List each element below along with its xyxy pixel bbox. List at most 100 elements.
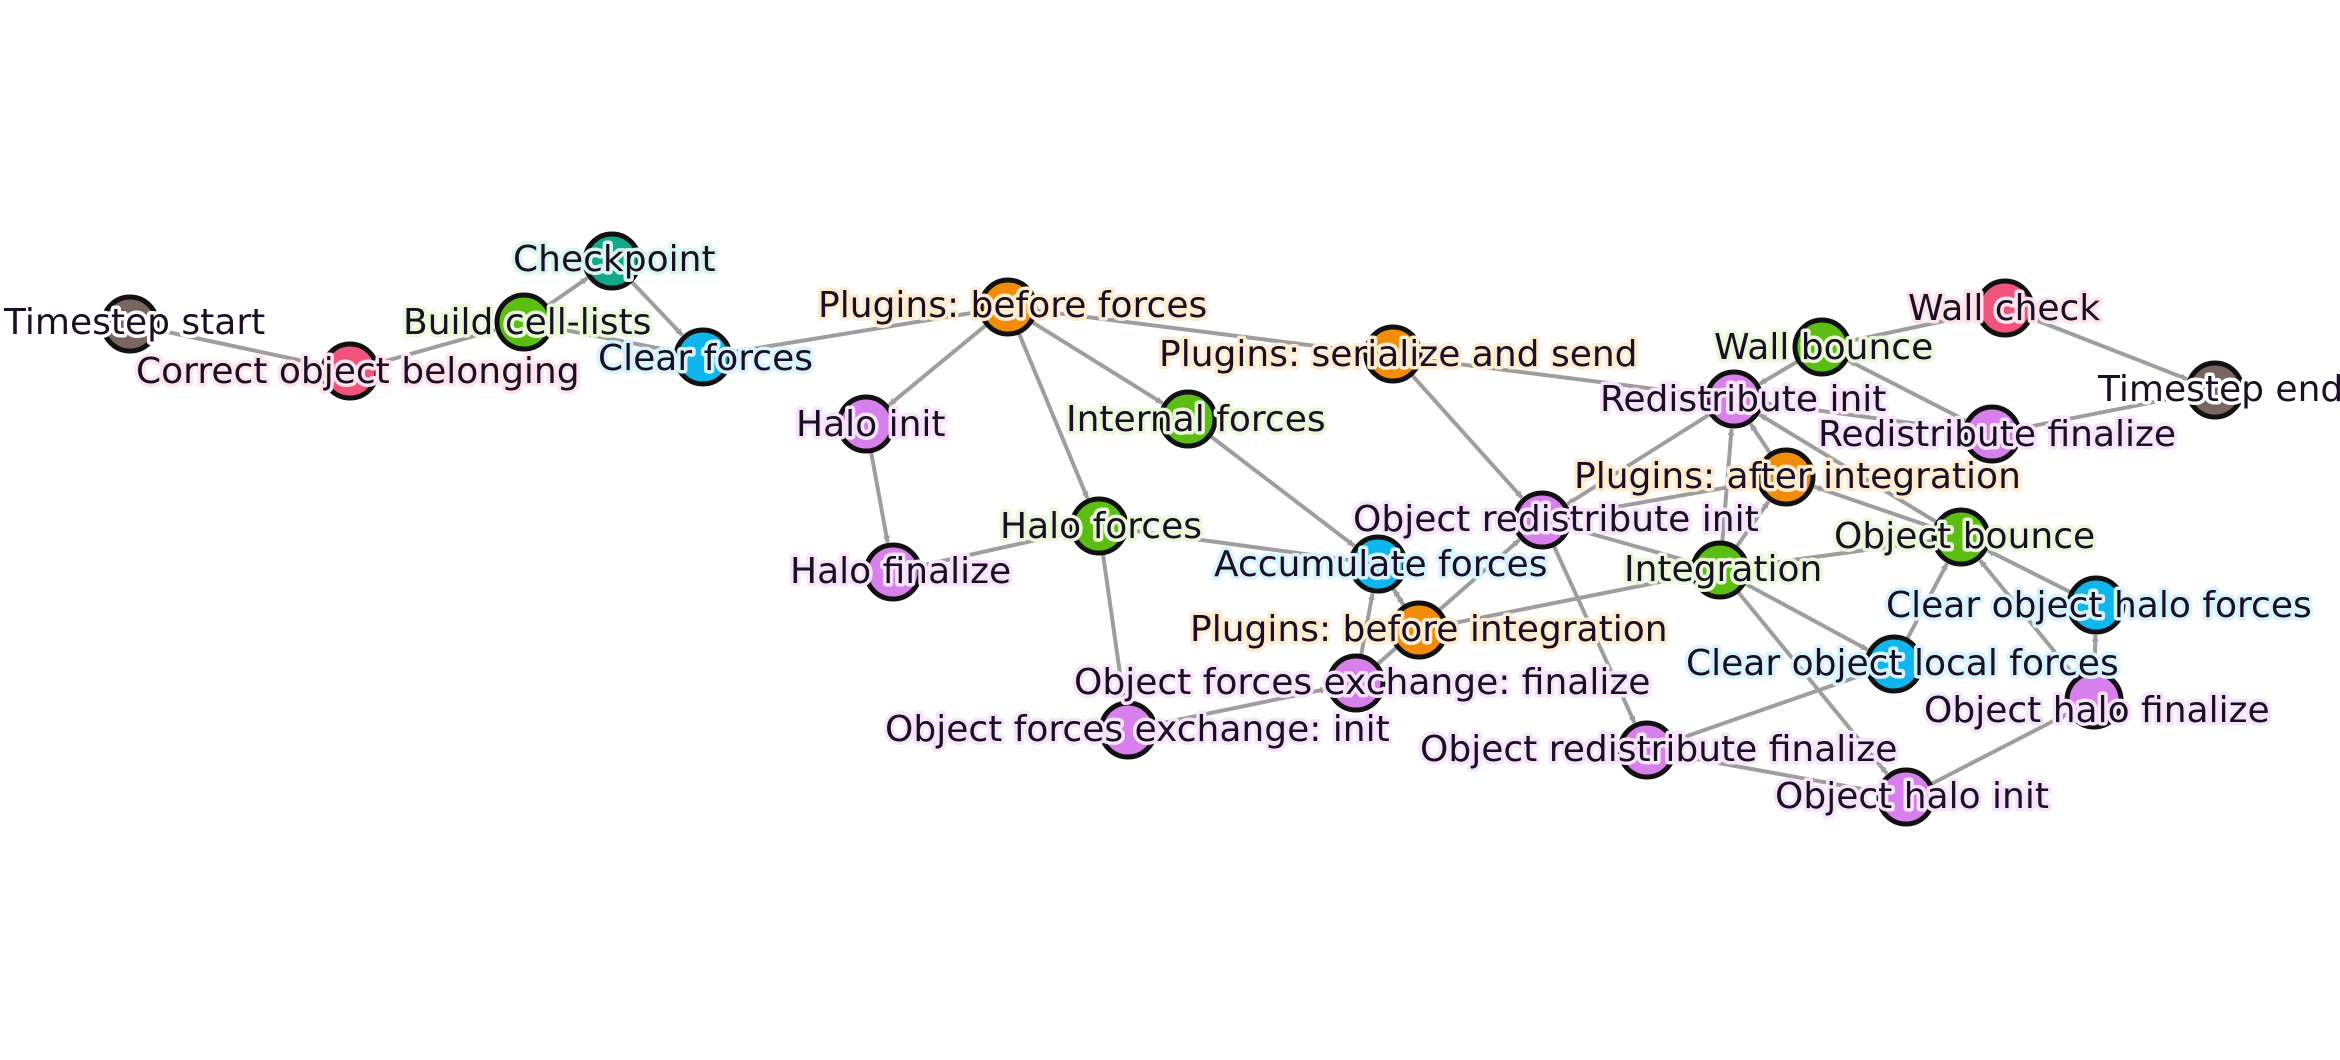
node-object-forces-exchange-init[interactable] <box>1098 700 1158 760</box>
node-label-object-redistribute-init: Object redistribute init <box>1353 499 1759 540</box>
edge-object_redistribute_finalize-to-object_halo_init <box>1673 752 1878 794</box>
node-clear-object-local-forces[interactable] <box>1864 634 1924 694</box>
node-object-forces-exchange-finalize[interactable] <box>1326 653 1386 713</box>
edge-halo_finalize-to-halo_forces <box>918 530 1071 569</box>
edge-build_cell_lists-to-checkpoint <box>545 276 589 309</box>
node-wall-check[interactable] <box>1975 278 2035 338</box>
node-label-halo-finalize: Halo finalize <box>790 551 1011 592</box>
node-plugins-before-integration[interactable] <box>1389 600 1449 660</box>
node-integration[interactable] <box>1690 540 1750 600</box>
node-redistribute-init[interactable] <box>1704 369 1764 429</box>
node-label-wall-check: Wall check <box>1908 288 2100 329</box>
node-label-plugins-after-integration: Plugins: after integration <box>1574 456 2021 497</box>
node-label-accumulate-forces: Accumulate forces <box>1214 544 1547 585</box>
node-accumulate-forces[interactable] <box>1348 534 1408 594</box>
node-wall-bounce[interactable] <box>1792 317 1852 377</box>
edge-redistribute_init-to-object_redistribute_init <box>1566 411 1713 506</box>
edge-object_halo_init-to-object_halo_finalize <box>1929 711 2069 787</box>
edge-integration-to-object_bounce <box>1746 538 1932 569</box>
edge-plugins_before_integration-to-integration <box>1445 573 1692 627</box>
edge-object_forces_exchange_finalize-to-accumulate_forces <box>1358 592 1375 657</box>
node-label-timestep-end: Timestep end <box>2097 369 2340 410</box>
node-label-object-halo-init: Object halo init <box>1775 776 2049 817</box>
node-plugins-before-forces[interactable] <box>978 277 1038 337</box>
node-build-cell-lists[interactable] <box>494 292 554 352</box>
node-label-build-cell-lists: Build cell-lists <box>403 302 651 343</box>
edge-plugins_after_integration-to-object_redistribute_init <box>1570 479 1760 518</box>
edge-object_halo_finalize-to-object_bounce <box>1978 558 2079 681</box>
node-label-wall-bounce: Wall bounce <box>1714 327 1933 368</box>
node-object-redistribute-init[interactable] <box>1512 490 1572 550</box>
edge-clear_object_halo_forces-to-object_bounce <box>1986 548 2073 595</box>
node-label-halo-forces: Halo forces <box>1000 506 1202 547</box>
node-label-clear-object-halo-forces: Clear object halo forces <box>1886 585 2312 626</box>
edge-build_cell_lists-to-clear_forces <box>550 325 675 354</box>
node-label-clear-forces: Clear forces <box>598 338 813 379</box>
edge-halo_init-to-halo_finalize <box>868 450 890 544</box>
edge-checkpoint-to-clear_forces <box>629 279 684 337</box>
node-object-bounce[interactable] <box>1931 507 1991 567</box>
edge-object_forces_exchange_init-to-object_forces_exchange_finalize <box>1154 686 1328 727</box>
node-label-object-redistribute-finalize: Object redistribute finalize <box>1420 729 1897 770</box>
edge-correct_object_belonging-to-build_cell_lists <box>375 328 496 366</box>
edge-timestep_start-to-correct_object_belonging <box>155 327 322 367</box>
edge-redistribute_init-to-redistribute_finalize <box>1760 400 1963 433</box>
edge-clear_forces-to-plugins_before_forces <box>729 309 979 355</box>
node-halo-finalize[interactable] <box>863 542 923 602</box>
edge-plugins_serialize_and_send-to-object_redistribute_init <box>1409 372 1524 500</box>
nodes-layer <box>100 231 2245 827</box>
edge-object_bounce-to-redistribute_init <box>1758 412 1939 525</box>
edge-halo_forces-to-object_forces_exchange_init <box>1100 552 1127 701</box>
node-label-plugins-before-forces: Plugins: before forces <box>818 285 1207 326</box>
node-label-integration: Integration <box>1624 549 1822 590</box>
node-label-redistribute-finalize: Redistribute finalize <box>1818 414 2176 455</box>
node-checkpoint[interactable] <box>582 231 642 291</box>
node-correct-object-belonging[interactable] <box>320 341 380 401</box>
node-redistribute-finalize[interactable] <box>1962 404 2022 464</box>
node-timestep-end[interactable] <box>2185 360 2245 420</box>
node-clear-forces[interactable] <box>673 327 733 387</box>
edge-clear_object_local_forces-to-object_bounce <box>1904 562 1949 642</box>
node-timestep-start[interactable] <box>100 294 160 354</box>
edge-halo_forces-to-accumulate_forces <box>1125 527 1349 563</box>
edge-integration-to-object_redistribute_init <box>1570 526 1695 565</box>
edge-redistribute_finalize-to-timestep_end <box>2018 393 2187 431</box>
edge-plugins_before_forces-to-halo_forces <box>1016 331 1090 500</box>
node-label-redistribute-init: Redistribute init <box>1600 379 1886 420</box>
edge-plugins_before_forces-to-halo_init <box>887 322 989 407</box>
edge-redistribute_finalize-to-wall_bounce <box>1847 358 1969 424</box>
edge-wall_bounce-to-wall_check <box>1847 312 1977 344</box>
edge-object_halo_finalize-to-clear_object_halo_forces <box>2091 634 2099 674</box>
node-label-timestep-start: Timestep start <box>3 302 265 343</box>
node-object-redistribute-finalize[interactable] <box>1617 720 1677 780</box>
node-internal-forces[interactable] <box>1158 389 1218 449</box>
edge-object_bounce-to-plugins_after_integration <box>1813 484 1937 531</box>
node-label-object-bounce: Object bounce <box>1834 516 2095 557</box>
edge-wall_bounce-to-redistribute_init <box>1758 359 1800 386</box>
node-clear-object-halo-forces[interactable] <box>2066 575 2126 635</box>
node-plugins-after-integration[interactable] <box>1756 447 1816 507</box>
node-label-checkpoint: Checkpoint <box>513 239 716 280</box>
edge-object_redistribute_finalize-to-clear_object_local_forces <box>1671 671 1867 744</box>
edge-plugins_before_integration-to-accumulate_forces <box>1392 588 1407 609</box>
edge-plugins_after_integration-to-redistribute_init <box>1748 422 1773 456</box>
node-plugins-serialize-and-send[interactable] <box>1363 324 1423 384</box>
edge-wall_check-to-timestep_end <box>2029 315 2188 381</box>
edge-integration-to-clear_object_local_forces <box>1742 581 1869 652</box>
node-halo-init[interactable] <box>836 394 896 454</box>
node-label-object-forces-exchange-init: Object forces exchange: init <box>885 709 1390 750</box>
edge-integration-to-object_halo_init <box>1735 589 1889 776</box>
node-label-plugins-before-integration: Plugins: before integration <box>1190 609 1668 650</box>
node-label-object-forces-exchange-finalize: Object forces exchange: finalize <box>1074 662 1650 703</box>
node-halo-forces[interactable] <box>1069 496 1129 556</box>
node-label-object-halo-finalize: Object halo finalize <box>1924 690 2270 731</box>
node-label-clear-object-local-forces: Clear object local forces <box>1686 643 2119 684</box>
node-object-halo-init[interactable] <box>1876 767 1936 827</box>
edge-plugins_before_forces-to-internal_forces <box>1029 319 1164 405</box>
node-object-halo-finalize[interactable] <box>2064 670 2124 730</box>
node-label-internal-forces: Internal forces <box>1066 399 1326 440</box>
edge-internal_forces-to-accumulate_forces <box>1208 433 1356 548</box>
edge-integration-to-plugins_after_integration <box>1733 500 1771 550</box>
